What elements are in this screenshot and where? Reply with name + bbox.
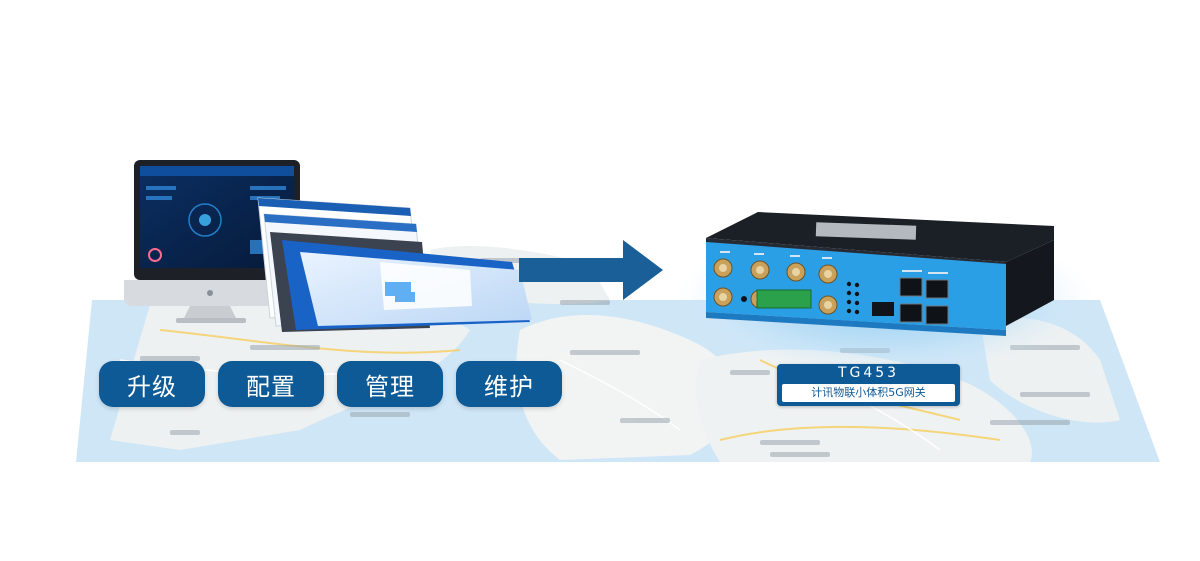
maintain-label: 维护: [456, 361, 562, 407]
device-label: TG453 计讯物联小体积5G网关: [777, 364, 960, 406]
management-windows-icon: [257, 197, 532, 332]
device-model: TG453: [837, 365, 900, 381]
configure-label: 配置: [218, 361, 324, 407]
upgrade-label: 升级: [99, 361, 205, 407]
device-description: 计讯物联小体积5G网关: [782, 384, 955, 402]
manage-label: 管理: [337, 361, 443, 407]
arrow-right-icon: [519, 240, 663, 300]
router-icon: [706, 212, 1054, 336]
